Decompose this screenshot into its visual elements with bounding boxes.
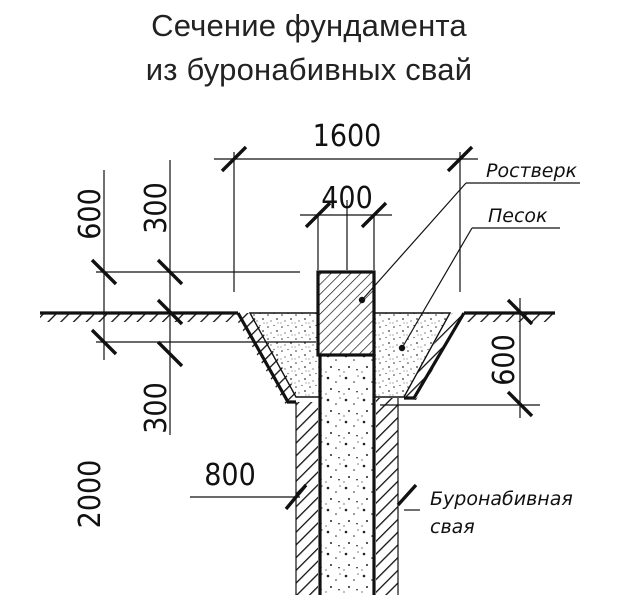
bored-pile [318, 355, 376, 595]
title-line-1: Сечение фундамента [151, 8, 467, 43]
dim-2000-label: 2000 [73, 460, 108, 529]
trench-wall-left [236, 312, 296, 405]
dim-left-inner: 300 300 [139, 160, 184, 435]
dim-800-label: 800 [204, 458, 256, 493]
ground-left [40, 311, 238, 322]
label-pile-line1: Буронабивная [430, 488, 573, 510]
dim-400-label: 400 [321, 181, 373, 216]
leader-rostverk: Ростверк [358, 160, 580, 304]
grillage [316, 270, 376, 357]
dim-1600-label: 1600 [313, 119, 382, 154]
dim-600-right-label: 600 [487, 334, 522, 386]
dim-300-bottom-label: 300 [139, 382, 174, 434]
extension-lines [96, 152, 540, 498]
trench-wall-right [404, 312, 466, 400]
ground-right [464, 311, 555, 322]
leader-pesok: Песок [398, 205, 560, 352]
dim-800: 800 [204, 458, 308, 511]
title-line-2: из буронабивных свай [145, 52, 473, 87]
dim-1600: 1600 [214, 119, 478, 173]
label-pile-line2: свая [430, 516, 475, 538]
label-pesok: Песок [488, 205, 548, 227]
dim-right-600: 600 [487, 298, 534, 418]
dim-left-outer: 600 [73, 170, 118, 360]
dim-300-top-label: 300 [139, 182, 174, 234]
label-rostverk: Ростверк [486, 160, 578, 182]
dim-left-2000: 2000 [73, 460, 108, 529]
diagram-title: Сечение фундамента из буронабивных свай [0, 4, 618, 92]
dim-600-left-label: 600 [73, 188, 108, 240]
leader-pile: Буронабивная свая [396, 483, 573, 538]
dim-400: 400 [300, 181, 392, 229]
pile-soil-right [376, 398, 399, 595]
pile-soil-left [295, 402, 318, 595]
